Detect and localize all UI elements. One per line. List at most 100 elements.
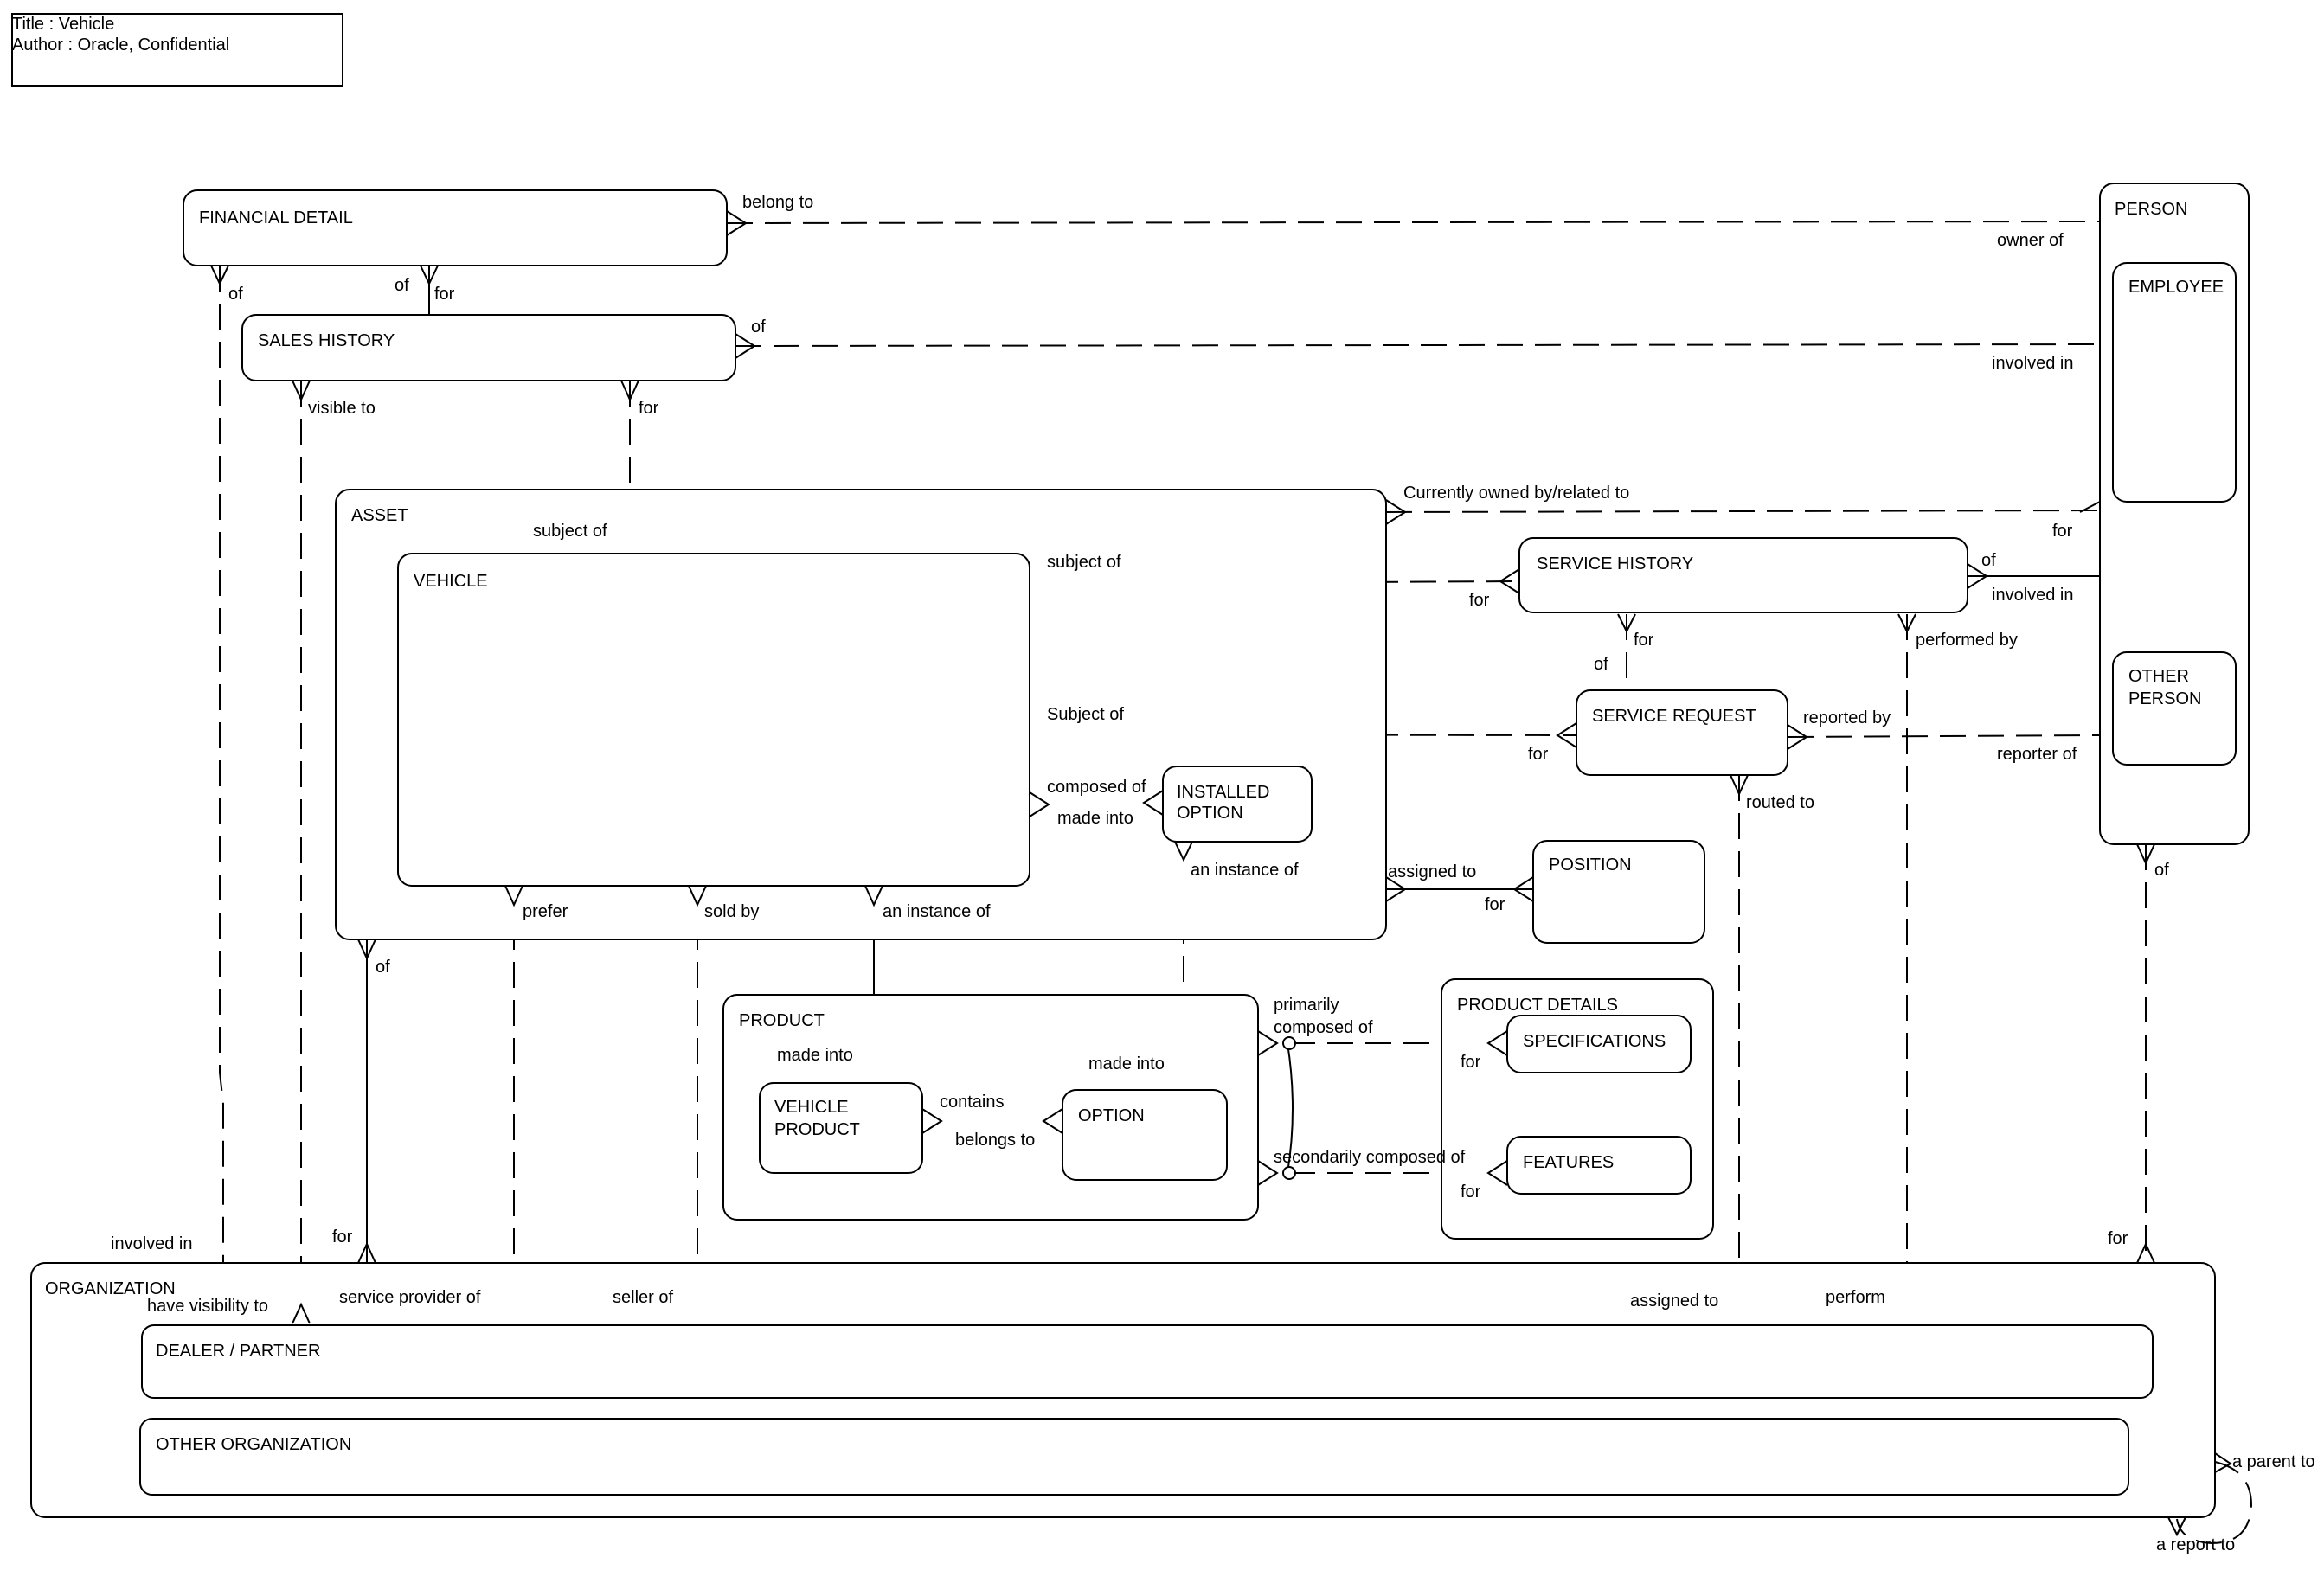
label-belong-to: belong to <box>742 193 813 212</box>
entity-sales-history[interactable]: SALES HISTORY <box>241 314 736 381</box>
entity-service-history-label: SERVICE HISTORY <box>1537 554 1693 574</box>
label-asset-of: of <box>376 958 390 977</box>
entity-financial-detail-label: FINANCIAL DETAIL <box>199 208 353 228</box>
crowfoot-sales <box>735 333 756 359</box>
label-contains: contains <box>940 1093 1005 1112</box>
entity-person-label: PERSON <box>2115 200 2187 219</box>
entity-features[interactable] <box>1506 1136 1692 1195</box>
entity-other-person[interactable] <box>2112 651 2237 766</box>
entity-specifications-label: SPECIFICATIONS <box>1523 1032 1666 1051</box>
crowfoot-asset-person <box>1385 499 1407 525</box>
crowfoot-sales-for <box>620 380 639 402</box>
entity-financial-detail[interactable]: FINANCIAL DETAIL <box>183 189 728 266</box>
entity-features-label: FEATURES <box>1523 1153 1614 1172</box>
entity-organization[interactable]: ORGANIZATION DEALER / PARTNER OTHER ORGA… <box>30 1262 2216 1518</box>
entity-product[interactable]: PRODUCT VEHICLE PRODUCT OPTION <box>722 994 1259 1221</box>
entity-vehicle-product[interactable] <box>759 1082 923 1174</box>
entity-sales-history-label: SALES HISTORY <box>258 331 395 350</box>
label-feat-for: for <box>1461 1182 1481 1202</box>
crowfoot-vp-contains <box>921 1108 943 1134</box>
crowfoot-io-left <box>1142 790 1164 816</box>
entity-product-label: PRODUCT <box>739 1011 825 1030</box>
crowfoot-asset-of <box>357 939 376 961</box>
crowfoot-financial <box>726 210 748 236</box>
entity-option[interactable] <box>1062 1089 1228 1181</box>
crowfoot-financial-bottom <box>210 265 229 286</box>
entity-specifications[interactable] <box>1506 1015 1692 1073</box>
crowfoot-person-of <box>2136 843 2155 866</box>
label-a-parent-to: a parent to <box>2232 1452 2315 1471</box>
crowfoot-servicehistory-perf <box>1897 613 1916 634</box>
arc-constraint <box>1287 1042 1294 1174</box>
crowfoot-prefer <box>504 885 523 907</box>
rel-org-recursive <box>2176 1461 2253 1545</box>
crowfoot-feat <box>1486 1160 1508 1186</box>
label-a-report-to: a report to <box>2156 1535 2235 1554</box>
title-block: Title : Vehicle Author : Oracle, Confide… <box>11 13 343 87</box>
entity-vehicle[interactable] <box>397 553 1030 887</box>
label-seller-of: seller of <box>613 1288 673 1307</box>
label-an-instance-of-vp: an instance of <box>883 902 991 921</box>
crowfoot-servicerequest-right <box>1787 724 1808 750</box>
label-svh-involved-in: involved in <box>1992 586 2074 605</box>
entity-person[interactable]: PERSON EMPLOYEE OTHER PERSON <box>2099 183 2250 845</box>
label-have-visibility: have visibility to <box>147 1297 268 1316</box>
optional-circle-primary <box>1282 1036 1296 1050</box>
entity-employee-label: EMPLOYEE <box>2128 278 2224 297</box>
label-assigned-to-org: assigned to <box>1630 1291 1718 1311</box>
label-org-for-right: for <box>2108 1229 2128 1248</box>
crowfoot-product-feat <box>1257 1160 1279 1186</box>
entity-other-organization[interactable] <box>139 1418 2129 1496</box>
crowfoot-io-down <box>1174 841 1193 862</box>
label-svr-of: of <box>1594 655 1608 674</box>
label-routed-to: routed to <box>1746 793 1814 812</box>
label-svh-for: for <box>1469 591 1490 610</box>
entity-installed-option[interactable]: INSTALLED OPTION <box>1162 766 1313 843</box>
entity-service-request[interactable]: SERVICE REQUEST <box>1576 689 1788 776</box>
rel-servicerequest-person <box>1787 734 2101 738</box>
entity-asset-label: ASSET <box>351 506 408 525</box>
label-perform: perform <box>1826 1288 1885 1307</box>
entity-product-details[interactable]: PRODUCT DETAILS SPECIFICATIONS FEATURES <box>1441 978 1714 1240</box>
label-vehicle-subject-of: subject of <box>1047 553 1121 572</box>
crowfoot-option-belongs <box>1042 1108 1063 1134</box>
entity-vehicle-product-label-1: VEHICLE <box>774 1098 849 1117</box>
label-sh-of-top: of <box>395 276 409 295</box>
label-primarily: primarily <box>1274 996 1339 1015</box>
crowfoot-sold <box>688 885 707 907</box>
author-line: Author : Oracle, Confidential <box>12 35 229 54</box>
entity-asset[interactable]: ASSET VEHICLE <box>335 489 1387 940</box>
entity-position[interactable]: POSITION <box>1532 840 1705 944</box>
entity-employee[interactable] <box>2112 262 2237 503</box>
entity-service-history[interactable]: SERVICE HISTORY <box>1518 537 1968 613</box>
label-prefer: prefer <box>523 902 568 921</box>
entity-service-request-label: SERVICE REQUEST <box>1592 707 1756 726</box>
entity-vehicle-product-label-2: PRODUCT <box>774 1120 860 1139</box>
label-made-into-opt: made into <box>1088 1054 1165 1073</box>
rel-financial-org <box>219 266 224 1323</box>
entity-organization-label: ORGANIZATION <box>45 1279 176 1298</box>
crowfoot-servicehistory-right <box>1967 563 1988 589</box>
crows-feet <box>210 210 2232 1537</box>
crowfoot-org-report <box>2167 1516 2186 1537</box>
label-svh-for-down: for <box>1634 631 1654 650</box>
label-person-of: of <box>2154 861 2169 880</box>
label-involved-in-org: involved in <box>111 1234 193 1253</box>
crowfoot-financial-bottom2 <box>420 265 439 286</box>
crowfoot-asset-position <box>1385 876 1407 902</box>
label-an-instance-of-io: an instance of <box>1191 861 1299 880</box>
entity-dealer-partner[interactable] <box>141 1324 2154 1399</box>
entity-product-details-label: PRODUCT DETAILS <box>1457 996 1618 1015</box>
label-assigned-to-pos: assigned to <box>1388 862 1476 881</box>
label-performed-by: performed by <box>1916 631 2018 650</box>
label-secondarily: secondarily composed of <box>1274 1148 1466 1167</box>
crowfoot-person-asset <box>2079 501 2101 513</box>
label-subject-of-asset: subject of <box>533 522 607 541</box>
label-fd-of: of <box>228 285 243 304</box>
label-reported-by: reported by <box>1803 708 1891 727</box>
entity-dealer-partner-label: DEALER / PARTNER <box>156 1342 320 1361</box>
optional-circle-secondary <box>1282 1166 1296 1180</box>
entity-position-label: POSITION <box>1549 856 1632 875</box>
label-pos-for: for <box>1485 895 1505 914</box>
